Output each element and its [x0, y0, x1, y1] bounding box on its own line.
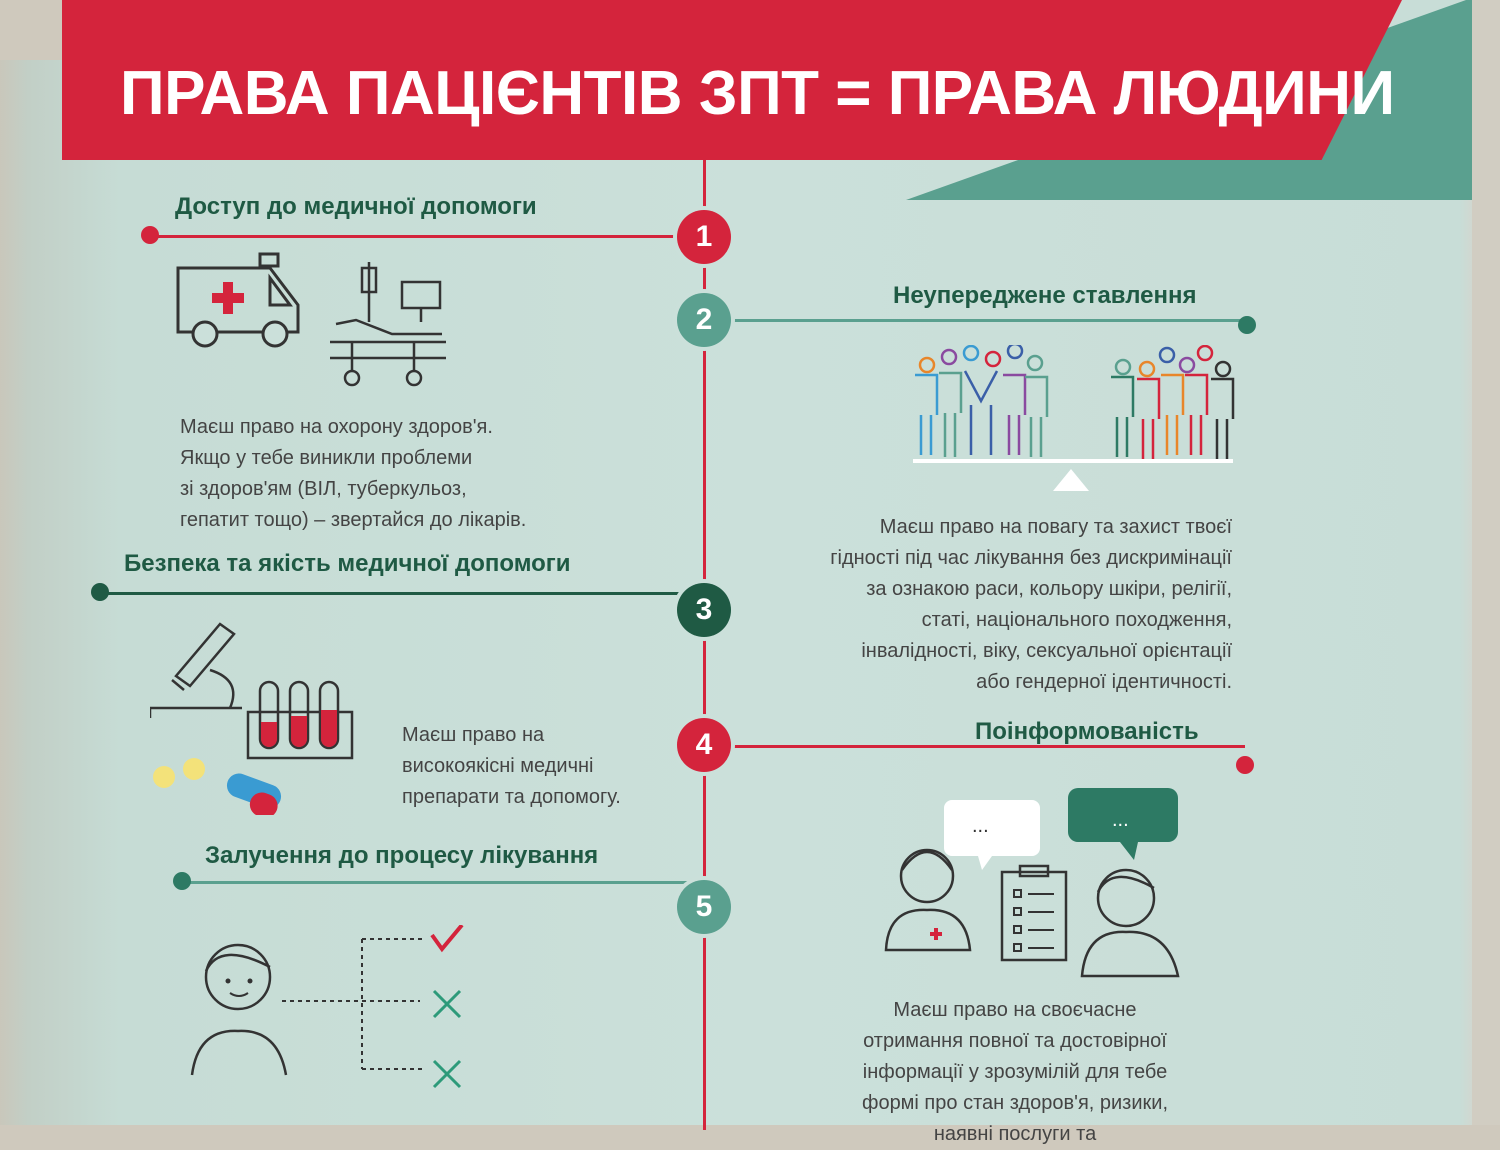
people-balance-icon: [905, 345, 1240, 495]
doctor-patient-dialog-icon: ... ...: [882, 780, 1192, 980]
pills-icon: [150, 755, 285, 815]
svg-text:...: ...: [1112, 809, 1129, 831]
title-banner: [62, 0, 1402, 160]
poster-title: ПРАВА ПАЦІЄНТІВ ЗПТ = ПРАВА ЛЮДИНИ: [120, 59, 1395, 128]
section-4-text: Маєш право на своєчасне отримання повної…: [861, 999, 1168, 1145]
section-1-heading: Доступ до медичної допомоги: [175, 193, 537, 220]
section-1-dot: [141, 226, 159, 244]
section-4-heading: Поінформованість: [975, 718, 1199, 745]
timeline-line: [703, 160, 706, 1130]
wall-corner: [0, 0, 62, 60]
section-5-number: 5: [677, 880, 731, 934]
section-5-heading: Залучення до процесу лікування: [205, 842, 599, 869]
section-4-number: 4: [677, 718, 731, 772]
section-2-line: [705, 319, 1248, 322]
section-3-line: [100, 592, 705, 595]
section-2-dot: [1238, 316, 1256, 334]
svg-text:...: ...: [972, 815, 989, 837]
hospital-bed-icon: [322, 262, 452, 392]
section-3-heading: Безпека та якість медичної допомоги: [124, 550, 571, 577]
wall-edge: [1472, 0, 1500, 1125]
section-3-text: Маєш право на високоякісні медичні препа…: [402, 724, 621, 808]
section-4-dot: [1236, 756, 1254, 774]
section-5-line: [182, 881, 705, 884]
section-4-line: [705, 745, 1245, 748]
section-2-heading: Неупереджене ставлення: [893, 282, 1197, 309]
section-1-text: Маєш право на охорону здоров'я. Якщо у т…: [180, 416, 527, 531]
section-3-number: 3: [677, 583, 731, 637]
section-1-number: 1: [677, 210, 731, 264]
section-3-dot: [91, 583, 109, 601]
patient-choice-icon: [190, 925, 480, 1095]
section-2-text: Маєш право на повагу та захист твоєї гід…: [830, 516, 1232, 693]
ambulance-icon: [170, 250, 315, 350]
section-1-line: [150, 235, 705, 238]
section-5-dot: [173, 872, 191, 890]
microscope-icon: [150, 620, 250, 720]
test-tubes-icon: [246, 672, 356, 762]
section-2-number: 2: [677, 293, 731, 347]
